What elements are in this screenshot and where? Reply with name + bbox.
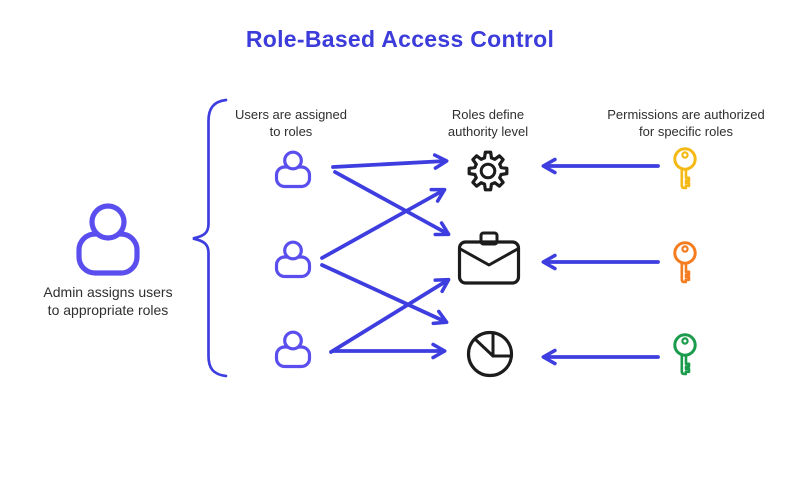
- user-icon-1: [274, 150, 312, 189]
- permissions-column-label: Permissions are authorized for specific …: [607, 107, 765, 139]
- arrow-user3-role2: [329, 277, 451, 354]
- admin-label: Admin assigns users to appropriate roles: [43, 284, 173, 318]
- user-icon-2: [274, 240, 312, 279]
- key-icon-1: [673, 147, 697, 190]
- user-icon-3: [274, 330, 312, 369]
- pie-chart-icon: [466, 330, 514, 378]
- arrow-user2-role3: [320, 263, 449, 326]
- page-title: Role-Based Access Control: [245, 26, 555, 52]
- permission-role-arrows: [541, 157, 660, 366]
- admin-user-icon: [76, 203, 140, 276]
- arrow-user1-role2: [333, 170, 451, 237]
- gear-icon: [467, 150, 509, 192]
- curly-brace-icon: [192, 98, 228, 378]
- role-icons: [457, 150, 521, 378]
- briefcase-icon: [457, 231, 521, 285]
- user-role-arrows: [320, 153, 451, 360]
- key-icon-2: [673, 241, 697, 284]
- arrow-user2-role1: [320, 187, 447, 260]
- users-column-label: Users are assigned to roles: [235, 107, 347, 139]
- arrow-user1-role1: [331, 153, 449, 170]
- roles-column-label: Roles define authority level: [447, 107, 529, 139]
- key-icon-3: [673, 333, 697, 376]
